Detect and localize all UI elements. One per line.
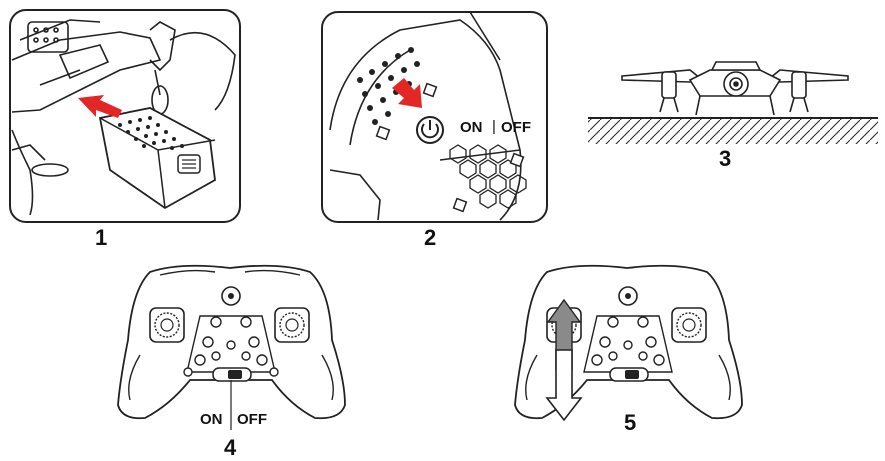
step-5-number: 5 bbox=[624, 410, 637, 435]
top-button-icon bbox=[221, 286, 241, 306]
right-joystick-icon-2 bbox=[671, 307, 707, 343]
top-button-icon-2 bbox=[618, 286, 638, 306]
drone-body-illustration bbox=[11, 19, 236, 216]
battery-illustration bbox=[98, 107, 216, 210]
center-button-cluster-2 bbox=[583, 315, 673, 373]
right-joystick-icon bbox=[274, 307, 310, 343]
step-4-number: 4 bbox=[224, 435, 237, 460]
controller-switch-off-label: OFF bbox=[237, 411, 267, 428]
ground-hatch bbox=[588, 117, 878, 144]
step-2-number: 2 bbox=[424, 225, 437, 250]
panel-1-battery-insert bbox=[9, 9, 241, 223]
panel-2-power-switch bbox=[321, 11, 548, 223]
drone-switch-off-label: OFF bbox=[501, 119, 531, 136]
square-clips bbox=[375, 82, 525, 213]
drone-switch-divider: | bbox=[492, 118, 496, 135]
power-slide-switch-icon-2 bbox=[609, 367, 649, 382]
drone-front-illustration bbox=[621, 61, 849, 116]
throttle-down-arrow-icon bbox=[545, 349, 583, 422]
center-button-cluster bbox=[183, 315, 279, 377]
press-direction-arrow-icon bbox=[392, 78, 422, 108]
power-button-icon bbox=[416, 116, 444, 144]
panel-3-drone-on-ground bbox=[588, 61, 878, 144]
controller-switch-on-label: ON bbox=[200, 411, 223, 428]
insert-direction-arrow-icon bbox=[78, 95, 122, 118]
step-3-number: 3 bbox=[719, 146, 732, 171]
power-slide-switch-icon bbox=[212, 367, 252, 382]
drone-switch-on-label: ON bbox=[460, 119, 483, 136]
honeycomb-grille bbox=[449, 144, 527, 209]
left-joystick-icon bbox=[149, 307, 185, 343]
panel-5-controller-throttle bbox=[514, 264, 743, 422]
vent-holes bbox=[357, 47, 420, 125]
panel-4-controller-power bbox=[117, 264, 346, 430]
step-1-number: 1 bbox=[95, 225, 108, 250]
